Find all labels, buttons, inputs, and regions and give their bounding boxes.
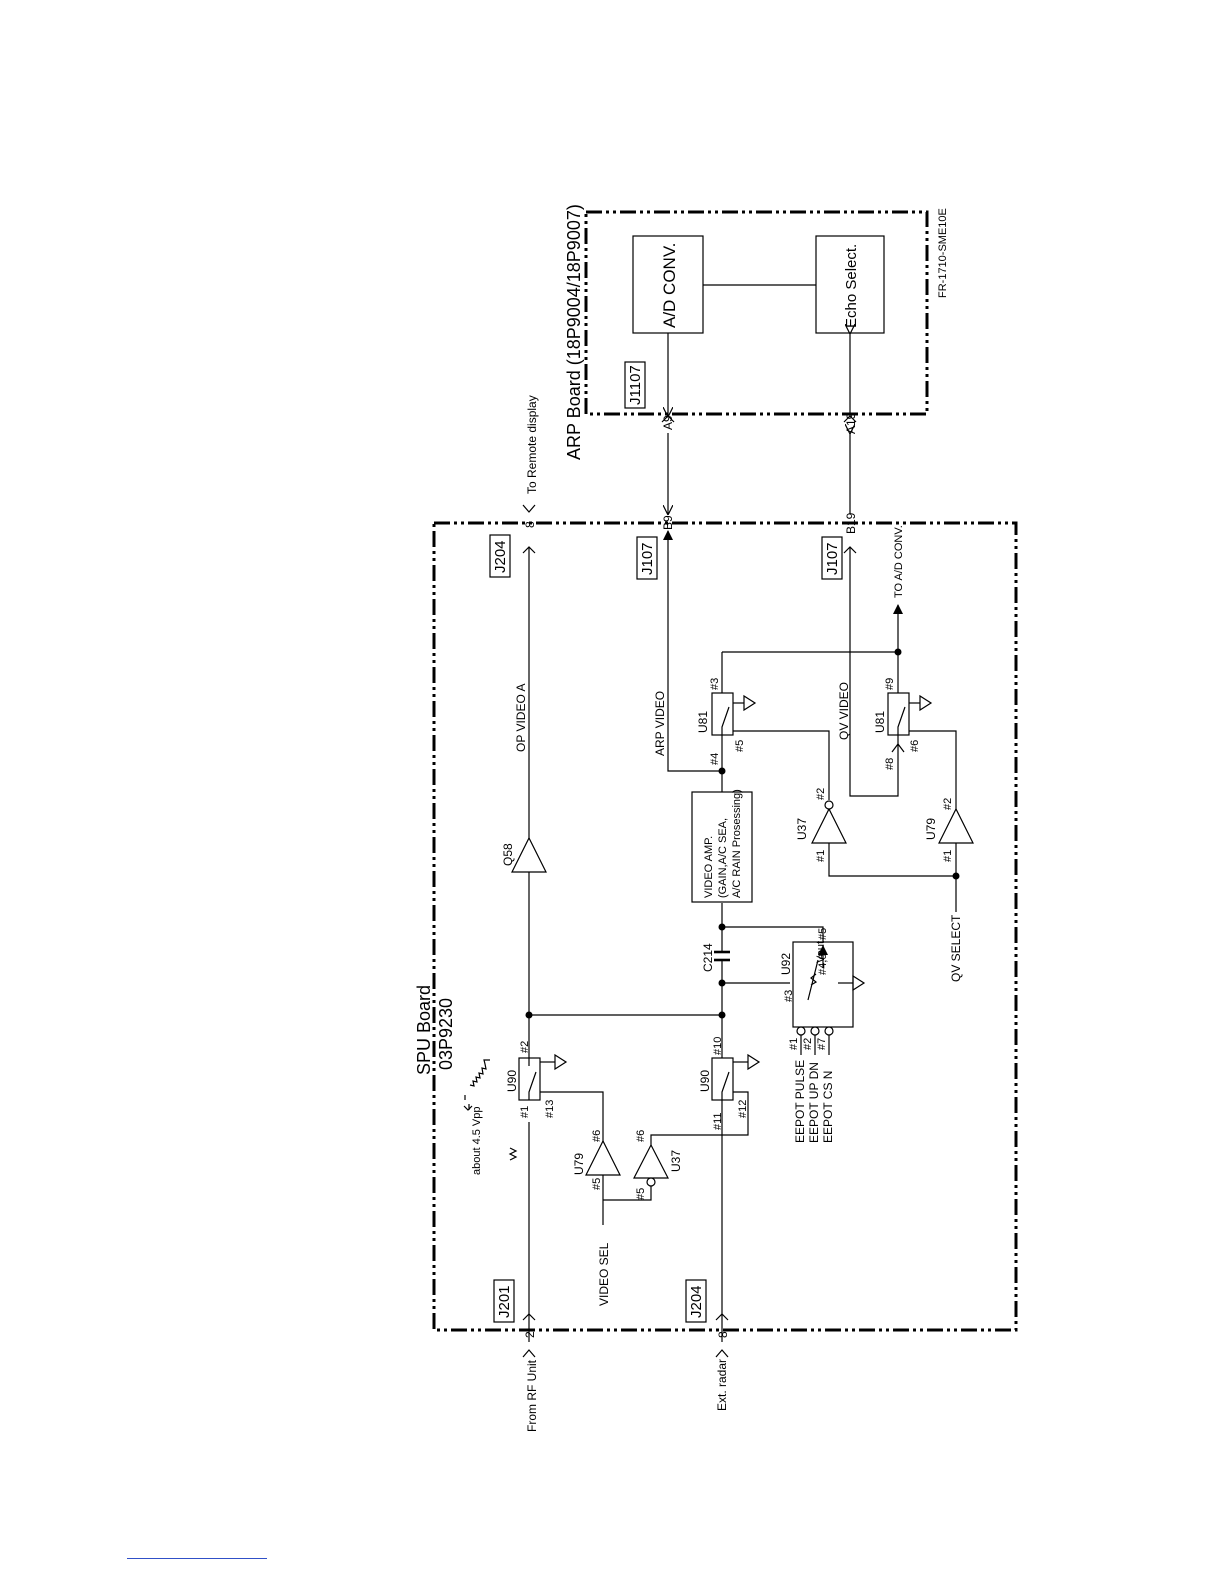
u81b-pin-9: #9 (884, 678, 896, 690)
pin-a19: A19 (844, 412, 858, 434)
u79-left-label: U79 (572, 1153, 586, 1175)
qv-video-label: QV VIDEO (837, 682, 851, 740)
connector-j204-output: J204 (492, 540, 509, 573)
u92-pin-3: #3 (783, 990, 795, 1002)
document-reference: FR-1710-SME10E (937, 208, 949, 298)
op-video-label: OP VIDEO A (514, 684, 528, 752)
to-ad-conv-label: TO A/D CONV. (893, 525, 905, 598)
u79b-pin-1: #1 (942, 850, 954, 862)
from-rf-chevron (522, 1349, 536, 1358)
video-amp-block (691, 791, 753, 903)
vout-label: Vout (815, 941, 827, 963)
u92-label: U92 (779, 953, 793, 975)
arp-board-title: ARP Board (18P9004/18P9007) (564, 204, 584, 460)
u37b-pin-2: #2 (815, 788, 827, 800)
u79-right-label: U79 (924, 818, 938, 840)
to-remote-display-label: To Remote display (525, 395, 539, 494)
from-rf-unit-label: From RF Unit (525, 1359, 539, 1432)
pin-b9: B9 (661, 515, 675, 530)
u37a-pin-6: #6 (635, 1130, 647, 1142)
eepot-pulse-label: EEPOT PULSE (793, 1060, 807, 1143)
u92-pin-4-6: #4,6 (817, 954, 829, 975)
connector-j201: J201 (496, 1285, 513, 1318)
spu-board-title: SPU Board (414, 985, 434, 1075)
u79a-pin-6: #6 (591, 1130, 603, 1142)
u90a-pin-2: #2 (519, 1041, 531, 1053)
ext-radar-chevron (715, 1349, 729, 1358)
arp-video-label: ARP VIDEO (653, 691, 667, 756)
u81-b-label: U81 (873, 711, 887, 733)
u37-left-inverter (633, 1143, 669, 1179)
u37-left-label: U37 (669, 1150, 683, 1172)
echo-select-block (815, 235, 885, 334)
connector-j204-input: J204 (688, 1285, 705, 1318)
eepot-cs-label: EEPOT CS N (821, 1071, 835, 1143)
connector-j1107: J1107 (627, 365, 644, 405)
remote-chevron (522, 504, 536, 513)
qv-select-label: QV SELECT (949, 914, 963, 982)
arp-board-outline (584, 210, 929, 416)
u81a-pin-5: #5 (734, 740, 746, 752)
waveform-amplitude-label: about 4.5 Vpp (471, 1106, 483, 1175)
eepot-updn-label: EEPOT UP DN (807, 1062, 821, 1143)
u92-pin-5: #5 (817, 928, 829, 940)
u81b-pin-6: #6 (909, 740, 921, 752)
u90a-pin-13: #13 (544, 1100, 556, 1118)
u90-a-label: U90 (505, 1070, 519, 1092)
u92-pin-7: #7 (816, 1038, 828, 1050)
page-footer-rule (127, 1558, 267, 1559)
video-amp-line-3: A/C RAIN Prosessing) (731, 789, 743, 898)
u79b-pin-2: #2 (942, 798, 954, 810)
c214-label: C214 (701, 943, 715, 972)
u92-pin-1: #1 (788, 1038, 800, 1050)
waveform-icon (463, 1059, 490, 1111)
u81-a-label: U81 (696, 711, 710, 733)
u81a-pin-3: #3 (709, 678, 721, 690)
echo-select-label: Echo Select. (843, 244, 860, 328)
pin-b19: B19 (844, 512, 858, 534)
spu-board-part-number: 03P9230 (436, 998, 456, 1070)
pin-j204-8-in: 8 (716, 1331, 730, 1338)
pin-a9: A9 (661, 415, 675, 430)
u37b-pin-1: #1 (815, 850, 827, 862)
connector-j107-qv: J107 (824, 542, 841, 575)
u79-right-buffer (938, 807, 974, 844)
pin-j201-2: 2 (523, 1331, 537, 1338)
q58-buffer (511, 836, 547, 873)
u92-pin-2: #2 (802, 1038, 814, 1050)
ad-conv-label: A/D CONV. (660, 243, 679, 328)
u81b-pin-8: #8 (884, 758, 896, 770)
spu-board-outline (432, 521, 1018, 1332)
q58-label: Q58 (501, 843, 515, 866)
u81a-pin-4: #4 (709, 753, 721, 765)
u90b-pin-11: #11 (712, 1112, 724, 1130)
u90b-pin-12: #12 (737, 1100, 749, 1118)
u90a-pin-1: #1 (519, 1106, 531, 1118)
u90-b-label: U90 (698, 1070, 712, 1092)
u90b-pin-10: #10 (712, 1037, 724, 1055)
video-amp-line-2: (GAIN,A/C SEA, (717, 818, 729, 898)
video-amp-line-1: VIDEO AMP. (703, 836, 715, 898)
video-sel-label: VIDEO SEL (597, 1242, 611, 1306)
connector-j107-arp: J107 (639, 542, 656, 575)
u79a-pin-5: #5 (591, 1178, 603, 1190)
u79-left-buffer (585, 1139, 621, 1176)
u37a-pin-5: #5 (635, 1188, 647, 1200)
u37-right-label: U37 (795, 818, 809, 840)
pin-j204-8-out: 8 (523, 521, 537, 528)
u37-right-inverter (811, 807, 847, 844)
ext-radar-label: Ext. radar (715, 1359, 729, 1411)
noise-symbol-icon (508, 1147, 518, 1161)
